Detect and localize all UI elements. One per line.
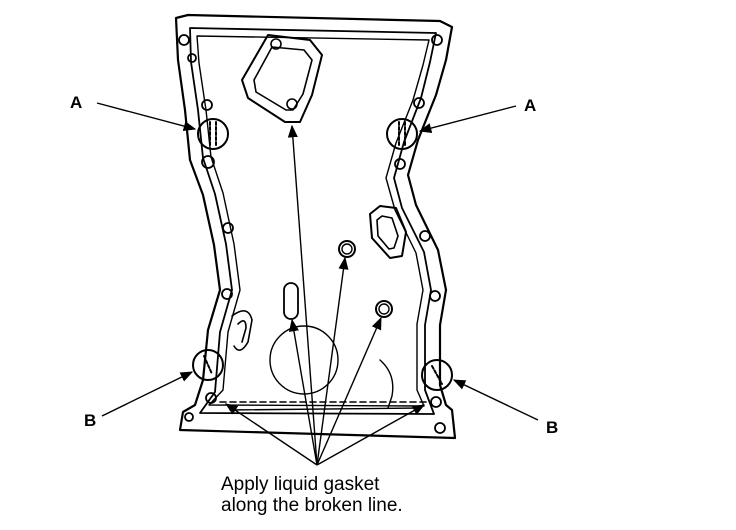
caption-line-1: Apply liquid gasket [221, 474, 380, 495]
right-seal-inner [376, 215, 399, 250]
slotted-hole [283, 282, 299, 320]
arrow-b-right [452, 379, 539, 421]
arrow-a-left [96, 102, 197, 131]
arrow-caption-oring-upper [316, 256, 349, 466]
passage-hole-top [270, 38, 282, 50]
arrow-caption-bottom-right [316, 404, 426, 466]
detail-b-right [421, 359, 453, 391]
cover-outer-outline [174, 13, 457, 440]
right-seal-outer [369, 205, 407, 259]
passage-hole-bottom [286, 98, 298, 110]
label-a-right: A [524, 96, 537, 115]
left-hook-passage [231, 310, 253, 351]
arrow-caption-oring-lower [316, 316, 382, 466]
label-b-right: B [546, 418, 559, 437]
bolt-holes [178, 34, 446, 434]
detail-a-right [386, 118, 418, 150]
arrow-a-right [418, 105, 517, 134]
oring-lower [375, 300, 393, 318]
crankshaft-bore [269, 325, 339, 395]
detail-a-left [197, 118, 229, 150]
oring-lower-inner [378, 303, 390, 315]
upper-passage-gasket-outer [241, 34, 323, 123]
arrow-caption-bottom-left [224, 403, 318, 466]
right-curve [379, 359, 394, 409]
arrow-caption-slot [288, 318, 318, 466]
detail-b-left [192, 349, 224, 381]
caption: Apply liquid gasket along the broken lin… [221, 474, 403, 516]
oring-upper-inner [341, 243, 353, 255]
arrow-b-left [101, 371, 194, 417]
label-a-left: A [70, 93, 83, 112]
caption-line-2: along the broken line. [221, 495, 403, 516]
upper-passage-gasket-inner [253, 46, 313, 111]
label-b-left: B [84, 411, 97, 430]
arrow-caption-passage [287, 124, 318, 466]
gasket-groove-outer [189, 27, 437, 415]
